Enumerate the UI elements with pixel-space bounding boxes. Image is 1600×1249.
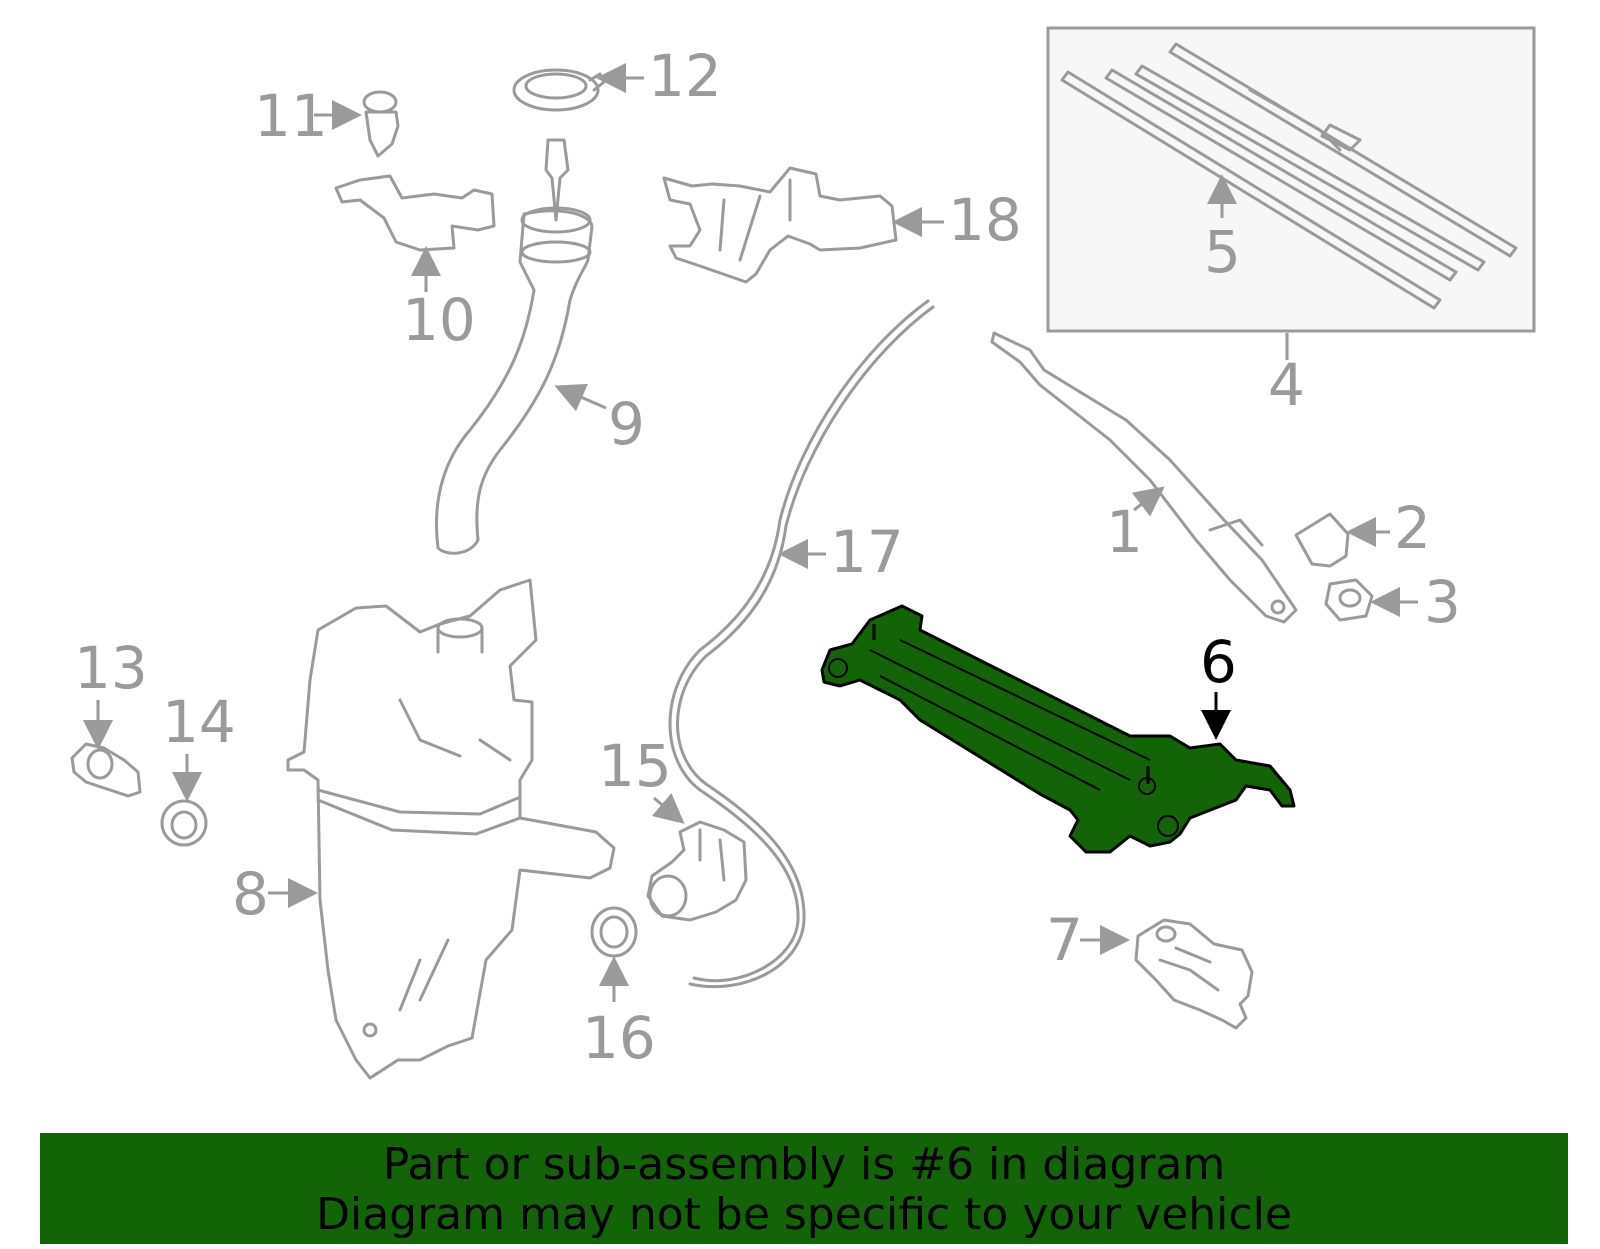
callout-7: 7 — [1046, 906, 1083, 974]
banner-line-2: Diagram may not be specific to your vehi… — [316, 1189, 1292, 1240]
callout-13: 13 — [74, 634, 148, 702]
part-2-cap — [1294, 512, 1350, 568]
callout-5: 5 — [1204, 218, 1241, 286]
callout-6: 6 — [1200, 628, 1237, 696]
part-18-nozzle — [662, 166, 898, 284]
callout-11: 11 — [254, 82, 328, 150]
part-3-nut — [1324, 578, 1374, 622]
callout-15: 15 — [598, 732, 672, 800]
callout-16: 16 — [582, 1004, 656, 1072]
banner-line-1: Part or sub-assembly is #6 in diagram — [382, 1139, 1226, 1190]
part-11-clip — [362, 90, 400, 158]
callout-9: 9 — [608, 390, 645, 458]
part-4-wiper-blade-box — [1046, 26, 1536, 333]
part-7-wiper-motor — [1134, 918, 1254, 1030]
part-17-hose — [668, 299, 930, 983]
callout-17: 17 — [830, 518, 904, 586]
part-16-seal — [590, 906, 638, 958]
part-12-filler-cap — [512, 68, 606, 112]
part-14-grommet — [160, 799, 208, 847]
part-6-wiper-linkage — [820, 604, 1296, 854]
callout-8: 8 — [232, 860, 269, 928]
part-1-wiper-arm — [990, 331, 1298, 624]
leader-9 — [554, 383, 607, 412]
callout-1: 1 — [1106, 498, 1143, 566]
callout-2: 2 — [1394, 494, 1431, 562]
part-9-filler-neck — [434, 138, 594, 555]
callout-12: 12 — [648, 42, 722, 110]
callout-4: 4 — [1268, 351, 1305, 419]
callout-14: 14 — [162, 688, 236, 756]
part-8-reservoir — [286, 578, 616, 1080]
leader-1 — [1131, 486, 1165, 517]
info-banner: Part or sub-assembly is #6 in diagram Di… — [40, 1133, 1568, 1244]
part-15-washer-pump — [646, 820, 748, 922]
callout-3: 3 — [1424, 568, 1461, 636]
part-10-bracket — [334, 174, 496, 252]
callout-18: 18 — [948, 186, 1022, 254]
part-13-connector — [70, 742, 142, 798]
leader-15 — [651, 793, 685, 824]
callout-10: 10 — [402, 286, 476, 354]
